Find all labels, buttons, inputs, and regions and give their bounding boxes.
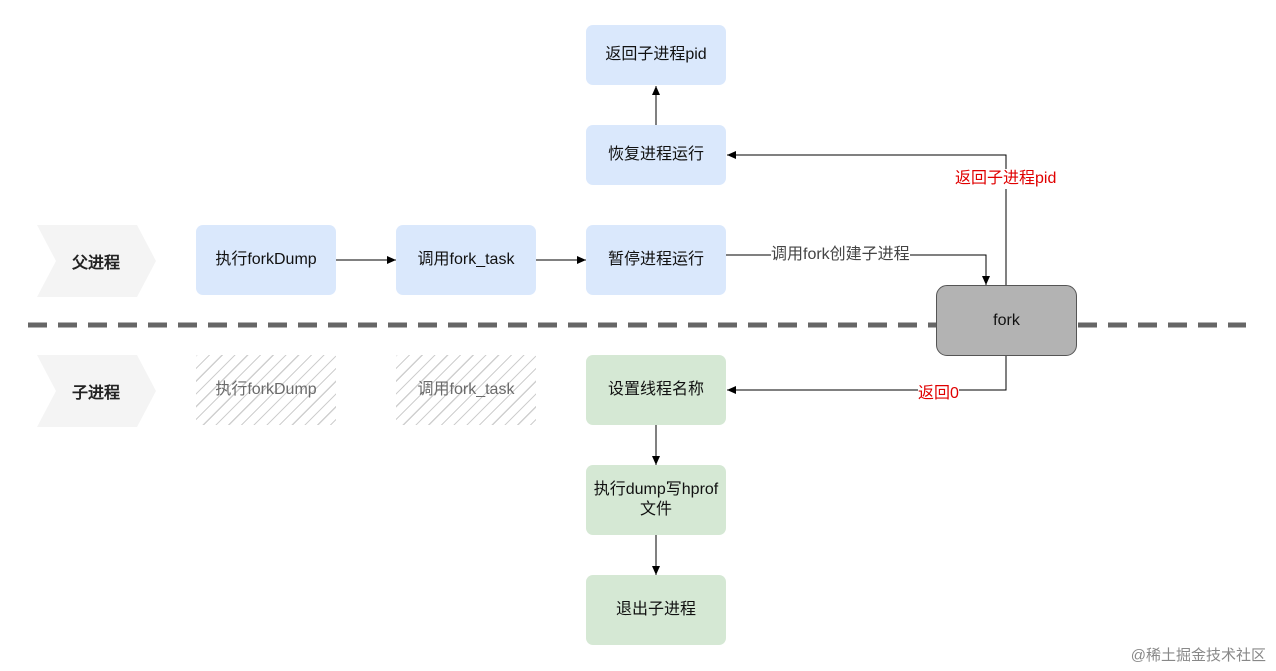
lane-chevron-shape bbox=[37, 355, 156, 427]
lane-chevron-shape bbox=[37, 225, 156, 297]
node-parent-call-fork-task: 调用fork_task bbox=[396, 225, 536, 295]
node-label: 退出子进程 bbox=[615, 601, 696, 618]
node-dump-hprof: 执行dump写hprof 文件 bbox=[586, 465, 726, 535]
node-child-fork-dump: 执行forkDump bbox=[196, 355, 336, 425]
lane-child-label: 子进程 bbox=[71, 385, 120, 402]
node-label-line2: 文件 bbox=[639, 501, 672, 518]
node-resume-process: 恢复进程运行 bbox=[586, 125, 726, 185]
edge-label-return-zero: 返回0 bbox=[918, 384, 959, 404]
node-label: 暂停进程运行 bbox=[607, 251, 704, 268]
node-return-child-pid: 返回子进程pid bbox=[586, 25, 726, 85]
node-label: 执行forkDump bbox=[215, 381, 317, 398]
node-set-thread-name: 设置线程名称 bbox=[586, 355, 726, 425]
node-fork: fork bbox=[936, 285, 1077, 356]
lane-parent-label: 父进程 bbox=[71, 255, 120, 272]
edge-fork-to-resume bbox=[727, 151, 1007, 285]
edge-label-return-pid: 返回子进程pid bbox=[955, 169, 1057, 189]
edge-fork-to-set-thread bbox=[727, 355, 1007, 394]
node-parent-fork-dump: 执行forkDump bbox=[196, 225, 336, 295]
node-exit-child: 退出子进程 bbox=[586, 575, 726, 645]
node-child-call-fork-task: 调用fork_task bbox=[396, 355, 536, 425]
node-label: fork bbox=[993, 311, 1020, 329]
node-label-line1: 执行dump写hprof bbox=[593, 481, 719, 498]
node-label: 执行forkDump bbox=[215, 251, 317, 268]
node-label: 调用fork_task bbox=[417, 251, 515, 268]
node-label: 调用fork_task bbox=[417, 381, 515, 398]
node-label: 设置线程名称 bbox=[607, 381, 704, 398]
node-label: 恢复进程运行 bbox=[607, 146, 704, 163]
edge-label-call-fork: 调用fork创建子进程 bbox=[771, 245, 910, 265]
node-label: 返回子进程pid bbox=[605, 46, 707, 63]
lane-child: 子进程 bbox=[37, 355, 156, 427]
watermark: @稀土掘金技术社区 bbox=[1130, 647, 1266, 664]
node-pause-process: 暂停进程运行 bbox=[586, 225, 726, 295]
lane-parent: 父进程 bbox=[37, 225, 156, 297]
